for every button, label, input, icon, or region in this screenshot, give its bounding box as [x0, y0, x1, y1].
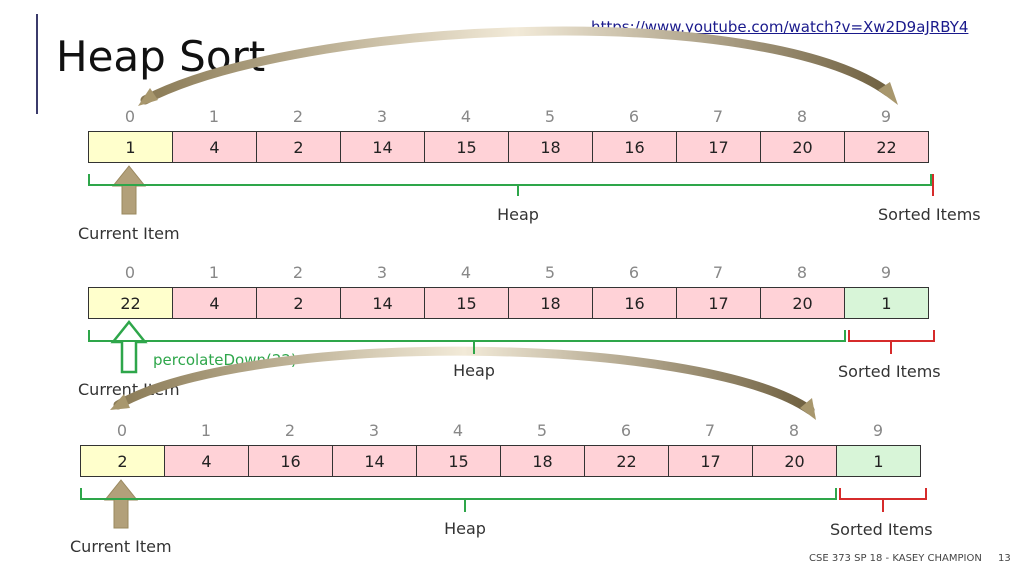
percolate-down-label: percolateDown(22): [153, 351, 297, 369]
array-cell: 4: [172, 131, 257, 163]
array-cell: 14: [340, 287, 425, 319]
index-label: 4: [452, 421, 464, 440]
index-label: 5: [544, 263, 556, 282]
heap-label: Heap: [453, 361, 495, 380]
array-cell: 2: [80, 445, 165, 477]
array-cell: 15: [424, 287, 509, 319]
index-label: 2: [292, 263, 304, 282]
sorted-items-label: Sorted Items: [830, 520, 933, 539]
index-label: 9: [872, 421, 884, 440]
up-arrow-icon: [111, 165, 147, 215]
array-cell: 15: [416, 445, 501, 477]
heap-brace-icon: [88, 174, 932, 196]
array-row-2: 22 4 2 14 15 18 16 17 20 1: [88, 287, 929, 319]
index-row-2: 0 1 2 3 4 5 6 7 8 9: [88, 263, 928, 283]
index-label: 0: [116, 421, 128, 440]
array-cell: 4: [172, 287, 257, 319]
footer-text: CSE 373 SP 18 - KASEY CHAMPION: [809, 553, 982, 564]
array-cell: 1: [836, 445, 921, 477]
array-cell: 22: [88, 287, 173, 319]
index-label: 3: [368, 421, 380, 440]
sorted-brace-icon: [848, 330, 935, 354]
array-cell: 16: [592, 287, 677, 319]
array-cell: 22: [844, 131, 929, 163]
index-label: 0: [124, 263, 136, 282]
index-label: 6: [628, 263, 640, 282]
index-label: 3: [376, 107, 388, 126]
index-row-1: 0 1 2 3 4 5 6 7 8 9: [88, 107, 928, 127]
sorted-brace-icon: [839, 488, 927, 512]
index-label: 9: [880, 107, 892, 126]
index-label: 1: [200, 421, 212, 440]
current-item-label: Current Item: [70, 537, 172, 556]
heap-label: Heap: [444, 519, 486, 538]
index-label: 7: [712, 107, 724, 126]
index-label: 2: [292, 107, 304, 126]
current-item-label: Current Item: [78, 224, 180, 243]
array-row-3: 2 4 16 14 15 18 22 17 20 1: [80, 445, 921, 477]
array-cell: 1: [88, 131, 173, 163]
array-cell: 22: [584, 445, 669, 477]
accent-bar: [36, 14, 38, 114]
array-cell: 17: [676, 131, 761, 163]
array-cell: 16: [248, 445, 333, 477]
index-label: 8: [788, 421, 800, 440]
array-cell: 16: [592, 131, 677, 163]
current-item-label: Current Item: [78, 380, 180, 399]
array-cell: 2: [256, 131, 341, 163]
array-cell: 18: [508, 287, 593, 319]
index-label: 9: [880, 263, 892, 282]
page-number: 13: [998, 553, 1011, 564]
array-cell: 20: [752, 445, 837, 477]
index-row-3: 0 1 2 3 4 5 6 7 8 9: [80, 421, 920, 441]
index-label: 4: [460, 263, 472, 282]
index-label: 2: [284, 421, 296, 440]
array-cell: 17: [668, 445, 753, 477]
index-label: 1: [208, 263, 220, 282]
sorted-items-label: Sorted Items: [878, 205, 981, 224]
index-label: 8: [796, 263, 808, 282]
index-label: 6: [620, 421, 632, 440]
array-cell: 1: [844, 287, 929, 319]
index-label: 8: [796, 107, 808, 126]
array-cell: 20: [760, 131, 845, 163]
index-label: 7: [712, 263, 724, 282]
array-cell: 18: [500, 445, 585, 477]
sorted-items-label: Sorted Items: [838, 362, 941, 381]
array-cell: 15: [424, 131, 509, 163]
index-label: 1: [208, 107, 220, 126]
up-arrow-icon: [103, 479, 139, 529]
array-cell: 17: [676, 287, 761, 319]
heap-label: Heap: [497, 205, 539, 224]
index-label: 0: [124, 107, 136, 126]
index-label: 4: [460, 107, 472, 126]
array-row-1: 1 4 2 14 15 18 16 17 20 22: [88, 131, 929, 163]
array-cell: 14: [332, 445, 417, 477]
heap-brace-icon: [80, 488, 837, 512]
index-label: 7: [704, 421, 716, 440]
index-label: 5: [544, 107, 556, 126]
array-cell: 20: [760, 287, 845, 319]
index-label: 6: [628, 107, 640, 126]
page-title: Heap Sort: [56, 32, 266, 81]
array-cell: 18: [508, 131, 593, 163]
array-cell: 14: [340, 131, 425, 163]
index-label: 3: [376, 263, 388, 282]
array-cell: 4: [164, 445, 249, 477]
array-cell: 2: [256, 287, 341, 319]
youtube-link[interactable]: https://www.youtube.com/watch?v=Xw2D9aJR…: [591, 18, 969, 36]
up-arrow-icon: [110, 319, 148, 374]
index-label: 5: [536, 421, 548, 440]
